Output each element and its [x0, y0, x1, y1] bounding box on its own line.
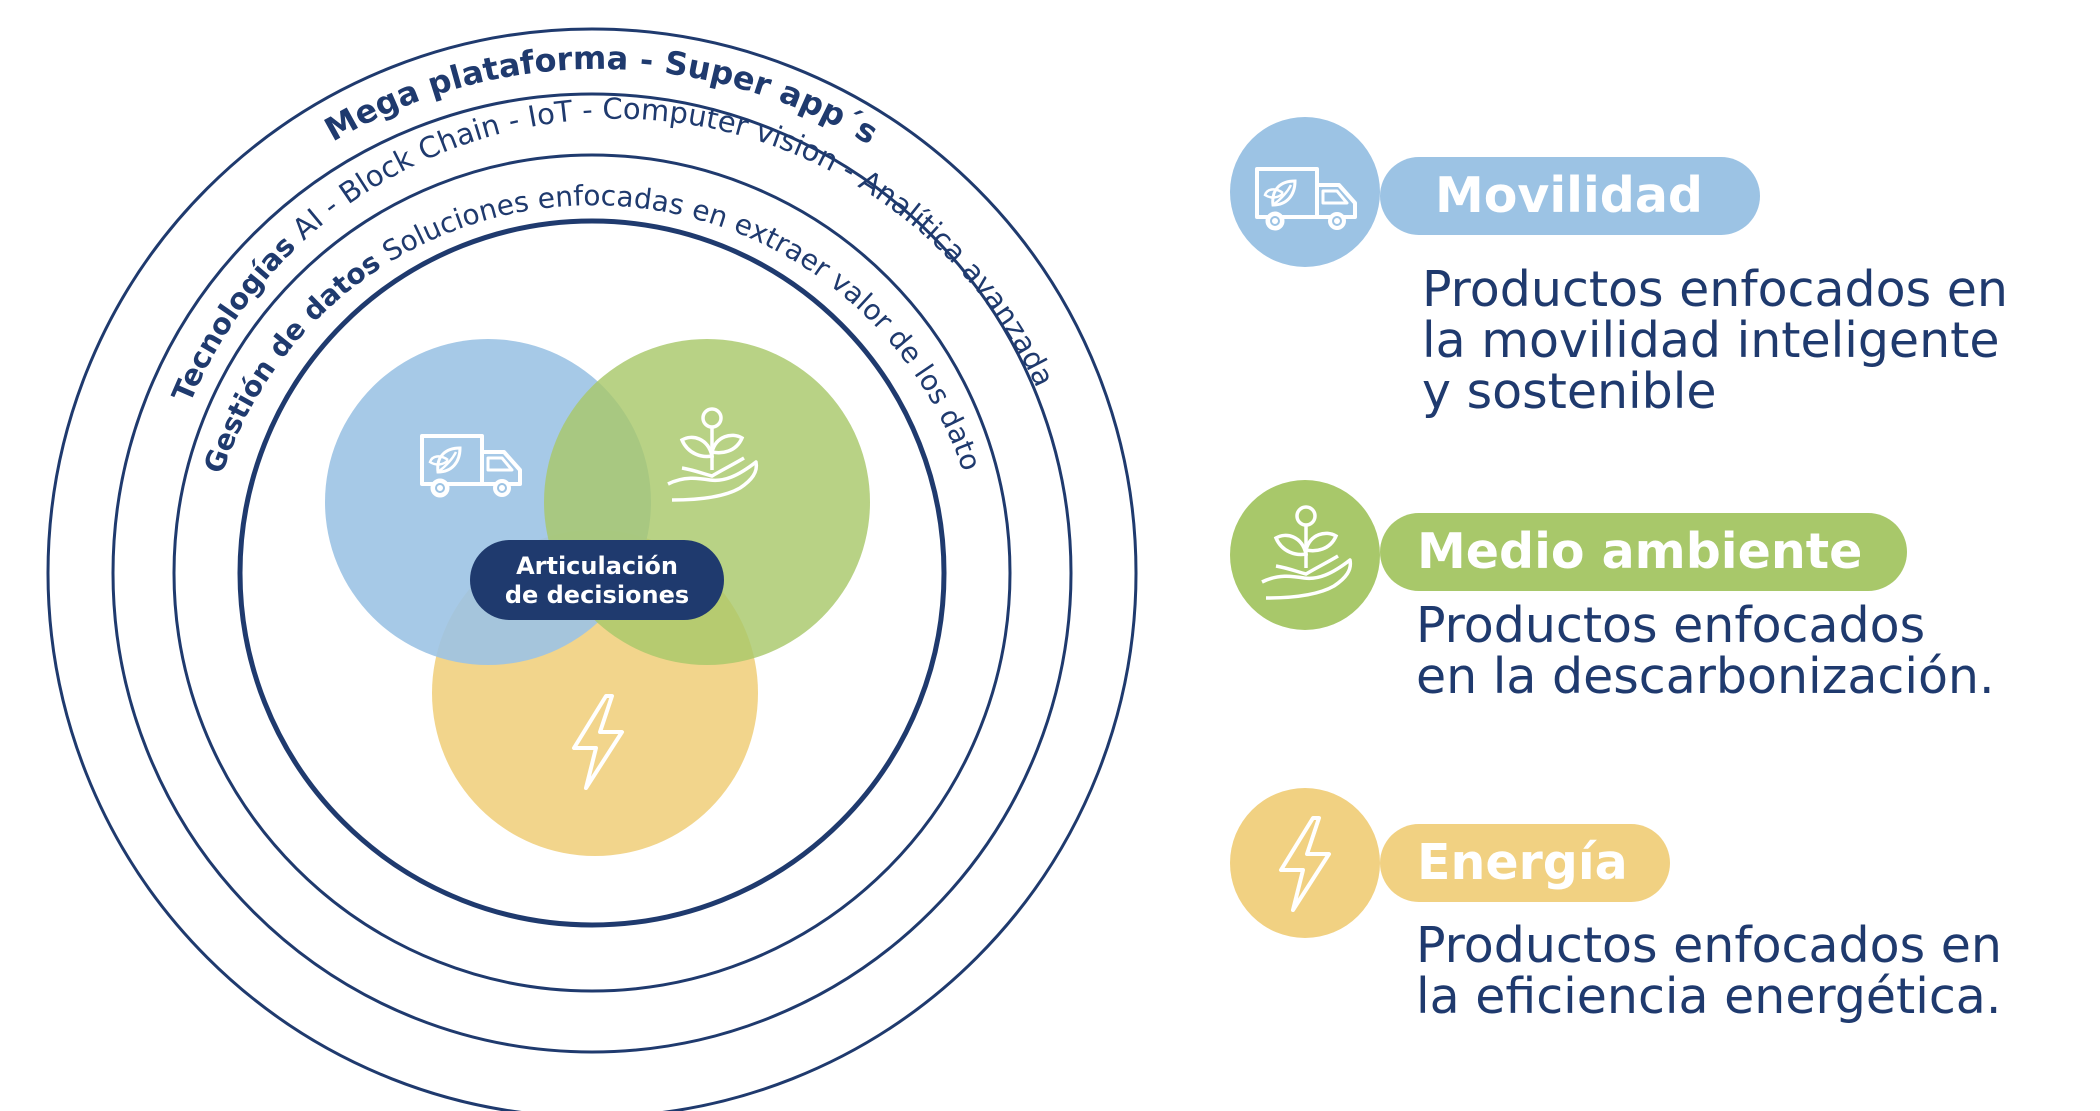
technology-ring — [172, 153, 1012, 993]
description-line: la movilidad inteligente — [1422, 312, 2000, 369]
medio-ambiente-pill: Medio ambiente — [1380, 513, 1907, 591]
lightning-icon — [1279, 816, 1331, 912]
description-line: Productos enfocados en — [1422, 261, 2008, 318]
truck-leaf-icon — [1255, 167, 1357, 232]
movilidad-pill: Movilidad — [1380, 157, 1760, 235]
outer-ring — [46, 27, 1138, 1111]
description-line: en la descarbonización. — [1416, 648, 1995, 705]
energia-circle — [1230, 788, 1380, 938]
energia-pill: Energía — [1380, 824, 1670, 902]
movilidad-circle — [1230, 117, 1380, 267]
data-ring — [237, 218, 947, 928]
description-line: Productos enfocados en — [1416, 917, 2002, 974]
description-line: la eficiencia energética. — [1416, 968, 2002, 1025]
center-label-pill — [470, 540, 724, 620]
energia-description: Productos enfocados en la eficiencia ene… — [1416, 920, 2002, 1022]
movilidad-description: Productos enfocados en la movilidad inte… — [1422, 264, 2008, 417]
middle-ring — [111, 92, 1073, 1054]
description-line: Productos enfocados — [1416, 597, 1926, 654]
medio-ambiente-circle — [1230, 480, 1380, 630]
center-label-line2: de decisiones — [505, 581, 689, 609]
center-label-line1: Articulación — [516, 552, 678, 580]
medio-ambiente-description: Productos enfocados en la descarbonizaci… — [1416, 600, 1995, 702]
circular-diagram: Mega plataforma - Super app´s Tecnología… — [0, 0, 1138, 1111]
plant-hand-icon — [1260, 505, 1353, 600]
description-line: y sostenible — [1422, 363, 1717, 420]
